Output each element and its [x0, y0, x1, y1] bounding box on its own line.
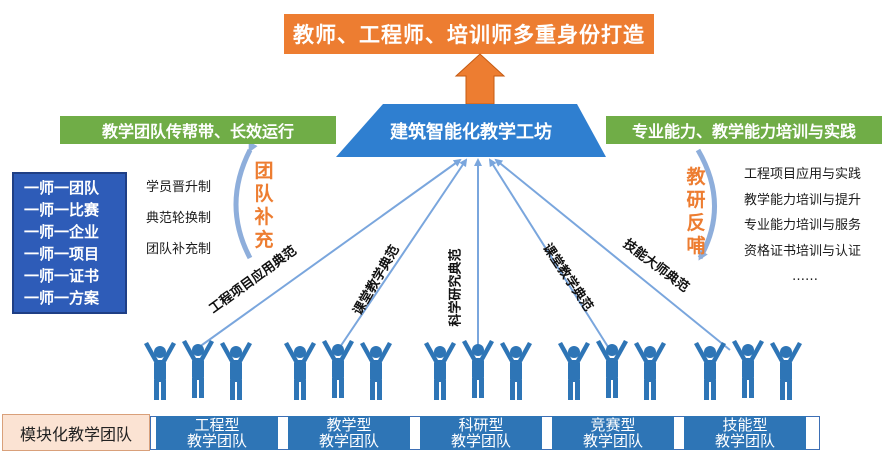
team-supplement-label: 团队补充: [254, 160, 274, 251]
people-group-4: [558, 340, 666, 400]
list-item: 一师一团队: [24, 179, 100, 197]
right-banner: 专业能力、教学能力培训与实践: [606, 116, 882, 144]
right-curve-arrow-icon: [695, 148, 717, 261]
team-suffix: 教学团队: [714, 432, 775, 450]
list-item: 一师一企业: [24, 223, 100, 241]
training-item: 专业能力培训与服务: [744, 218, 862, 233]
workshop-trapezoid: [336, 104, 606, 157]
list-item: 一师一比赛: [24, 201, 100, 219]
exemplar-label: 科学研究典范: [448, 248, 464, 327]
training-item: 工程项目应用与实践: [744, 167, 862, 182]
left-curve-arrow-icon: [233, 141, 258, 260]
research-feedback-label: 教研反哺: [686, 166, 706, 257]
module-label: 模块化教学团队: [2, 414, 150, 451]
team-box-research: 科研型 教学团队: [420, 416, 542, 450]
list-item: 一师一方案: [24, 289, 100, 307]
team-box-competition: 竞赛型 教学团队: [552, 416, 674, 450]
team-box-engineering: 工程型 教学团队: [156, 416, 278, 450]
training-item: ……: [792, 269, 818, 284]
people-group-1: [144, 340, 252, 400]
team-type: 科研型: [458, 416, 504, 434]
team-suffix: 教学团队: [450, 432, 511, 450]
mechanism-item: 典范轮换制: [146, 211, 212, 226]
connection-lines: [194, 158, 731, 351]
people-group-5: [694, 340, 802, 400]
team-box-skill: 技能型 教学团队: [684, 416, 806, 450]
left-list-box: 一师一团队 一师一比赛 一师一企业 一师一项目 一师一证书 一师一方案: [12, 172, 127, 314]
team-box-teaching: 教学型 教学团队: [288, 416, 410, 450]
people-group-3: [424, 340, 532, 400]
left-banner: 教学团队传帮带、长效运行: [60, 116, 336, 144]
team-suffix: 教学团队: [186, 432, 247, 450]
top-banner: 教师、工程师、培训师多重身份打造: [284, 14, 654, 54]
team-type: 技能型: [722, 416, 768, 434]
training-item: 资格证书培训与认证: [744, 243, 862, 259]
mechanism-list: 学员晋升制 典范轮换制 团队补充制: [146, 172, 211, 265]
team-suffix: 教学团队: [582, 432, 643, 450]
team-type: 竞赛型: [590, 416, 636, 434]
workshop-title: 建筑智能化教学工坊: [390, 122, 552, 143]
training-item: 教学能力培训与提升: [744, 192, 862, 208]
people-group-2: [284, 340, 392, 400]
team-suffix: 教学团队: [318, 432, 379, 450]
list-item: 一师一证书: [24, 267, 100, 285]
mechanism-item: 团队补充制: [146, 242, 212, 257]
training-list: 工程项目应用与实践 教学能力培训与提升 专业能力培训与服务 资格证书培训与认证 …: [744, 162, 861, 290]
team-type: 教学型: [326, 416, 372, 434]
team-type: 工程型: [194, 416, 240, 434]
mechanism-item: 学员晋升制: [146, 180, 212, 195]
list-item: 一师一项目: [24, 245, 100, 263]
up-arrow-icon: [454, 53, 506, 105]
